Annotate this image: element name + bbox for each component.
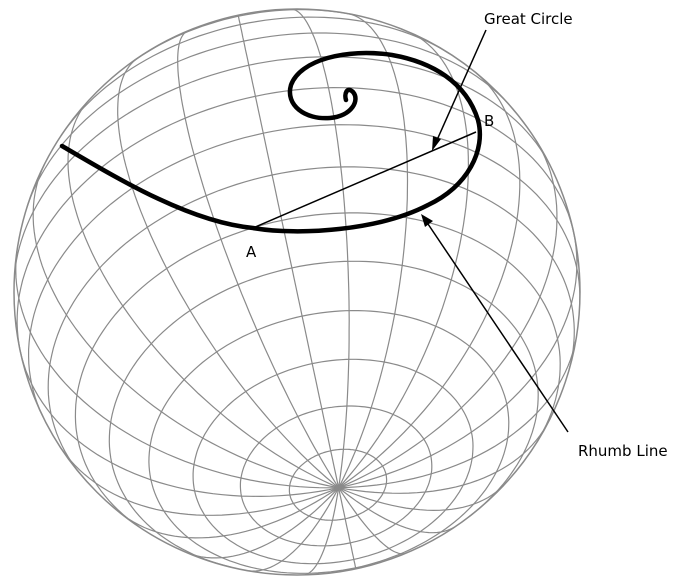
- graticule-line: [338, 13, 409, 488]
- graticule-line: [338, 71, 521, 489]
- graticule-line: [60, 16, 450, 137]
- graticule-line: [248, 487, 340, 572]
- graticule-line: [338, 487, 357, 569]
- graticule-line: [177, 30, 340, 489]
- graticule-line: [108, 260, 539, 568]
- graticule-line: [28, 124, 581, 417]
- graticule-line: [290, 8, 350, 488]
- point-b-label: B: [484, 112, 494, 130]
- graticule-line: [74, 212, 561, 528]
- graticule-line: [237, 15, 340, 488]
- graticule-line: [338, 487, 455, 534]
- graticule-line: [338, 233, 578, 489]
- rhumb-line-curve: [59, 50, 483, 234]
- graticule-line: [338, 424, 548, 494]
- great-circle-line: [252, 131, 477, 229]
- rhumb-line-label: Rhumb Line: [578, 442, 668, 460]
- rhumb-line-arrowhead: [421, 214, 433, 227]
- graticule-line: [19, 350, 339, 498]
- graticule-line: [47, 166, 575, 475]
- point-a-label: A: [246, 243, 257, 261]
- graticule-line: [338, 484, 505, 512]
- globe-outline: [13, 8, 581, 576]
- graticule-line: [61, 448, 339, 516]
- graticule-line: [26, 32, 510, 208]
- graticule-line: [67, 101, 339, 489]
- graticule-line: [338, 487, 405, 555]
- graticule-line: [338, 32, 470, 489]
- graticule-line: [122, 487, 339, 539]
- great-circle-label: Great Circle: [484, 10, 573, 28]
- graticule-line: [338, 139, 558, 489]
- great-circle-arrowhead: [432, 136, 441, 151]
- graticule-line: [117, 58, 339, 489]
- globe-graticule: [14, 8, 581, 576]
- graticule-line: [338, 339, 577, 489]
- graticule-line: [32, 163, 339, 489]
- graticule-line: [186, 487, 340, 559]
- graticule-line: [15, 250, 339, 489]
- great-circle-leader: [436, 29, 487, 141]
- graticule-line: [304, 487, 340, 576]
- rhumb-line-leader: [427, 223, 569, 433]
